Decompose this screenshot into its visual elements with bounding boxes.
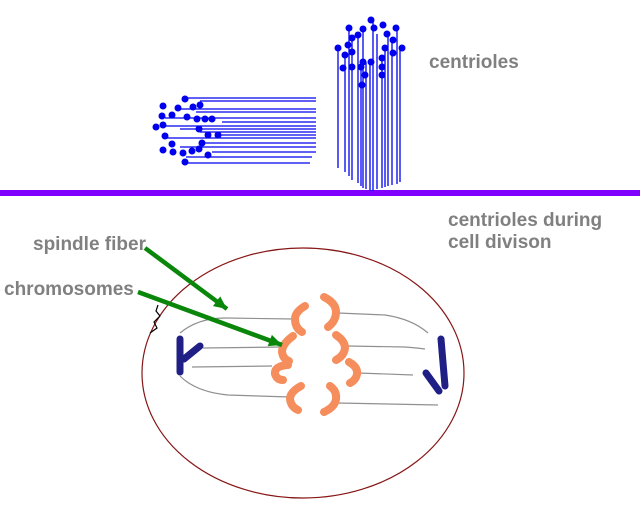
- left-centriole-dot: [181, 158, 189, 166]
- right-centriole-dot: [348, 63, 356, 71]
- chromosomes-arrow-head: [267, 334, 282, 347]
- membrane-squiggle: [149, 304, 161, 334]
- spindle-fiber-line: [337, 312, 429, 334]
- left-centriole-dot: [198, 139, 206, 147]
- left-centriole-dot: [179, 149, 187, 157]
- right-centriole-dot: [357, 63, 365, 71]
- right-centriole-dot: [344, 41, 352, 49]
- left-centriole-dot: [195, 125, 203, 133]
- chromosome: [320, 293, 341, 331]
- spindle-fiber-line: [202, 346, 283, 349]
- right-centriole-dot: [398, 44, 406, 52]
- spindle-fiber-line: [191, 365, 273, 368]
- right-cell-centriole-stroke: [422, 369, 443, 395]
- right-centriole-dot: [345, 24, 353, 32]
- left-centriole-dot: [204, 131, 212, 139]
- chromosomes-arrow: [137, 289, 283, 348]
- left-centriole-dot: [188, 147, 196, 155]
- right-centriole-dot: [354, 31, 362, 39]
- chromosomes-label: chromosomes: [4, 279, 134, 300]
- left-centriole-dot: [159, 121, 167, 129]
- left-centriole-dot: [196, 101, 204, 109]
- centrioles-label: centrioles: [429, 52, 519, 73]
- left-centriole-dot: [161, 132, 169, 140]
- right-centriole-dot: [359, 25, 367, 33]
- cell-division-label-line1: centrioles during: [448, 210, 603, 231]
- left-centriole-dot: [152, 123, 160, 131]
- left-centriole-dot: [168, 140, 176, 148]
- right-centriole-dot: [367, 16, 375, 24]
- left-centriole-dot: [204, 151, 212, 159]
- right-centriole-dot: [392, 24, 400, 32]
- right-centriole-dot: [341, 51, 349, 59]
- right-centriole-dot: [389, 36, 397, 44]
- section-divider: [0, 190, 640, 196]
- right-centriole-dot: [348, 48, 356, 56]
- right-centriole-dot: [378, 63, 386, 71]
- left-centriole-dot: [189, 103, 197, 111]
- right-centriole-dot: [367, 58, 375, 66]
- chromosome: [290, 302, 309, 336]
- right-centriole-dot: [358, 81, 366, 89]
- right-centriole-dot: [383, 30, 391, 38]
- right-cell-centriole-stroke: [437, 335, 449, 390]
- right-centriole-dot: [389, 49, 397, 57]
- cell-membrane-ellipse: [141, 247, 465, 499]
- left-centriole-dot: [195, 145, 203, 153]
- right-centriole-dot: [339, 64, 347, 72]
- left-centriole-dot: [168, 111, 176, 119]
- spindle-fiber-line: [179, 317, 295, 334]
- right-centriole-dot: [370, 24, 378, 32]
- right-centriole-dot: [378, 54, 386, 62]
- chromosome: [320, 382, 341, 416]
- left-centriole-dot: [183, 113, 191, 121]
- left-centriole-dot: [181, 95, 189, 103]
- right-centriole-dot: [381, 44, 389, 52]
- chromosome: [345, 358, 362, 387]
- chromosome: [332, 331, 350, 364]
- right-centriole-dot: [334, 44, 342, 52]
- cell-division-label-line2: cell divison: [448, 232, 552, 253]
- spindle-fiber-line: [346, 345, 426, 350]
- right-centriole-dot: [361, 71, 369, 79]
- right-centriole-dot: [348, 34, 356, 42]
- left-centriole-dot: [169, 148, 177, 156]
- cell-division-label: centrioles during cell divison: [448, 210, 602, 254]
- right-centriole-dot: [378, 71, 386, 79]
- left-centriole-dot: [193, 115, 201, 123]
- chromosome: [285, 382, 305, 414]
- spindle-fiber-arrow: [143, 246, 229, 311]
- left-centriole-dot: [208, 115, 216, 123]
- left-centriole-dot: [159, 102, 167, 110]
- spindle-fiber-line: [357, 372, 414, 376]
- left-centriole-dot: [201, 115, 209, 123]
- left-centriole-dot: [214, 131, 222, 139]
- left-centriole-dot: [158, 112, 166, 120]
- left-centriole-dot: [159, 146, 167, 154]
- chromosome: [270, 361, 292, 384]
- left-cell-centriole-stroke: [180, 342, 204, 363]
- chromosome: [277, 332, 297, 365]
- spindle-fiber-line: [336, 402, 439, 406]
- spindle-fiber-label: spindle fiber: [33, 234, 146, 255]
- right-centriole-dot: [379, 21, 387, 29]
- spindle-fiber-line: [179, 375, 291, 398]
- left-centriole-dot: [174, 104, 182, 112]
- spindle-fiber-arrow-head: [213, 296, 227, 309]
